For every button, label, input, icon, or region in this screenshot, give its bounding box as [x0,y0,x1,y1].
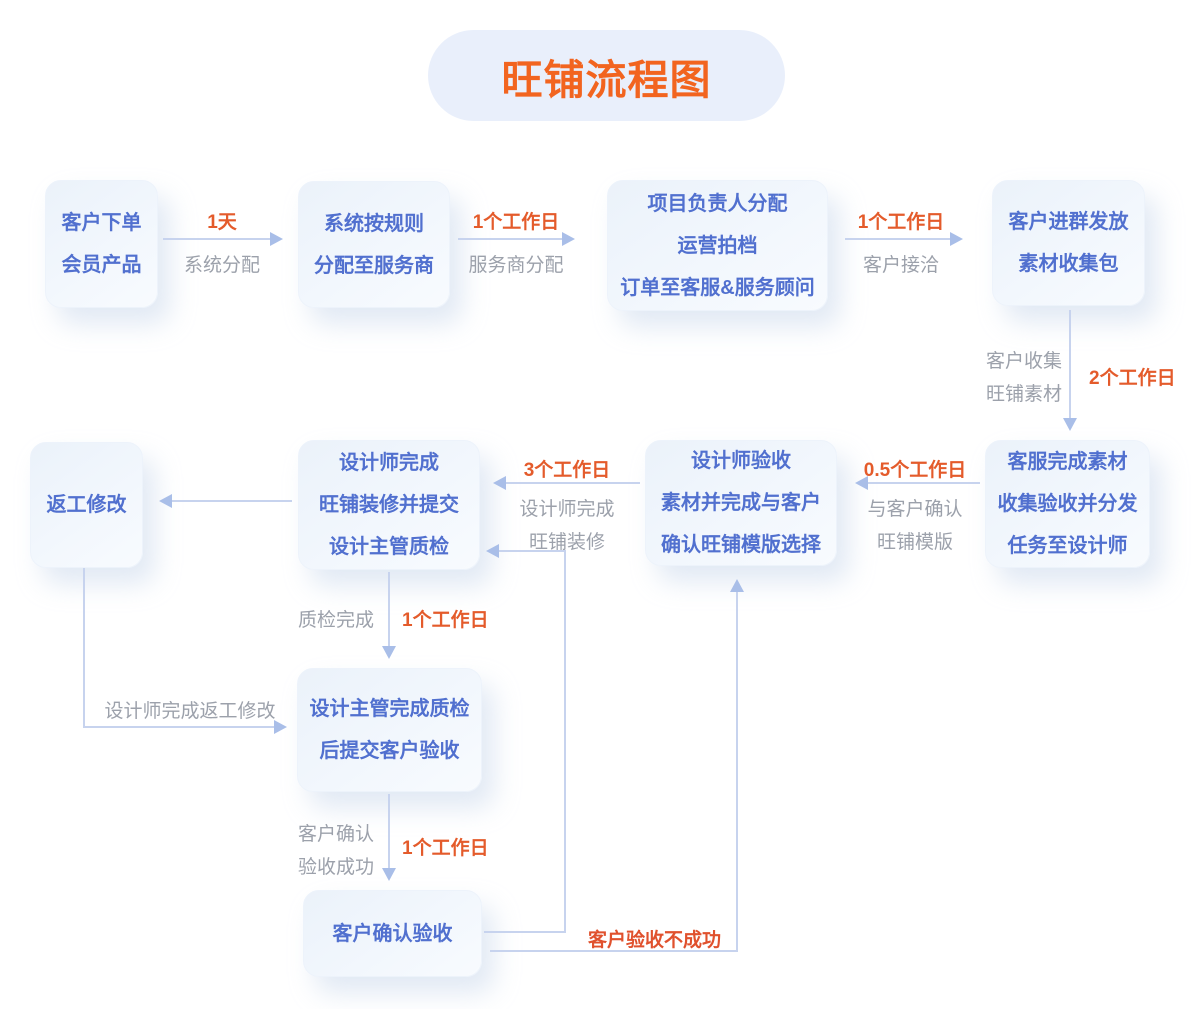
edge-fail2-line-vertical [736,592,738,952]
node-line: 分配至服务商 [314,254,434,277]
edge-e10-desc-label: 客户验收不成功 [588,930,722,951]
edge-e6-desc-line: 旺铺装修 [528,532,605,553]
edge-e8-line [388,794,390,870]
node-line: 返工修改 [46,494,127,516]
edge-e5-desc-label: 与客户确认 旺铺模版 [845,493,985,559]
node-system-assign: 系统按规则 分配至服务商 [298,181,450,308]
edge-e4-desc-label: 客户收集 旺铺素材 [958,345,1062,411]
node-line: 任务至设计师 [1007,535,1128,557]
edge-e2-arrowhead [562,232,575,246]
edge-e4-desc-line: 客户收集 [985,351,1062,372]
node-line: 设计主管质检 [329,536,449,558]
node-line: 系统按规则 [324,212,424,235]
edge-fail1-line-top [499,550,566,552]
edge-e8-desc-line: 验收成功 [297,857,374,878]
node-designer-accept: 设计师验收 素材并完成与客户 确认旺铺模版选择 [645,440,837,566]
edge-e5-desc-line: 与客户确认 [867,499,963,520]
edge-e7-line [388,572,390,648]
node-customer-confirm: 客户确认验收 [303,890,482,977]
edge-e8-desc-line: 客户确认 [297,824,374,845]
node-line: 客户进群发放 [1008,211,1129,233]
node-line: 设计师完成 [339,452,439,474]
edge-e5-arrowhead [855,476,868,490]
node-rework: 返工修改 [30,442,143,568]
edge-e3-desc-label: 客户接洽 [862,255,939,276]
edge-e7-arrowhead [382,646,396,659]
node-line: 客服完成素材 [1007,451,1128,473]
edge-e8-arrowhead [382,868,396,881]
edge-e4-line [1069,310,1071,420]
node-line: 素材收集包 [1018,253,1119,275]
edge-e8-desc-label: 客户确认 验收成功 [274,818,374,884]
node-line: 会员产品 [61,254,142,276]
node-line: 设计师验收 [691,450,791,472]
node-cs-collect: 客服完成素材 收集验收并分发 任务至设计师 [985,440,1150,568]
node-line: 客户下单 [61,212,142,234]
node-designer-submit: 设计师完成 旺铺装修并提交 设计主管质检 [298,440,480,570]
edge-e5-line [868,482,980,484]
edge-e1-duration-label: 1天 [207,212,237,233]
edge-e6-line [506,482,640,484]
edge-fail1-line-bottom [484,931,566,933]
edge-e8-duration-label: 1个工作日 [402,838,489,859]
edge-e7-desc-label: 质检完成 [297,610,374,631]
edge-fail1-arrowhead [486,544,499,558]
node-customer-order: 客户下单 会员产品 [45,180,158,308]
edge-e5-duration-label: 0.5个工作日 [863,460,967,481]
node-lead-qc: 设计主管完成质检 后提交客户验收 [297,668,482,792]
edge-e7-duration-label: 1个工作日 [402,610,489,631]
node-line: 运营拍档 [677,234,758,257]
edge-e6-desc-line: 设计师完成 [519,499,615,520]
edge-e4-arrowhead [1063,418,1077,431]
edge-rework-line [172,500,292,502]
edge-e2-line [458,238,563,240]
node-line: 客户确认验收 [332,922,453,945]
edge-e4-duration-label: 2个工作日 [1089,368,1176,389]
edge-e1-arrowhead [270,232,283,246]
edge-e5-desc-line: 旺铺模版 [876,532,953,553]
edge-e3-line [845,238,951,240]
edge-e2-duration-label: 1个工作日 [472,212,560,233]
node-line: 旺铺装修并提交 [319,494,459,516]
title-pill: 旺铺流程图 [428,30,785,121]
node-line: 设计主管完成质检 [309,698,470,720]
node-line: 收集验收并分发 [997,493,1138,515]
edge-e4-desc-line: 旺铺素材 [985,384,1062,405]
node-line: 项目负责人分配 [647,192,788,215]
node-line: 后提交客户验收 [319,740,460,762]
node-line: 订单至客服&服务顾问 [620,276,815,299]
edge-e6-arrowhead [493,476,506,490]
edge-e9-line-horizontal [83,726,275,728]
edge-e9-arrowhead [274,720,287,734]
node-line: 确认旺铺模版选择 [661,534,821,556]
node-pm-assign: 项目负责人分配 运营拍档 订单至客服&服务顾问 [607,180,828,311]
edge-e6-desc-label: 设计师完成 旺铺装修 [497,493,637,559]
edge-e3-duration-label: 1个工作日 [857,212,945,233]
edge-fail1-line-vertical [564,551,566,933]
edge-fail2-arrowhead [730,579,744,592]
edge-e6-duration-label: 3个工作日 [523,460,611,481]
page-title: 旺铺流程图 [501,56,712,103]
edge-rework-arrowhead [159,494,172,508]
edge-e9-desc-label: 设计师完成返工修改 [104,701,276,722]
edge-e1-line [163,238,271,240]
edge-e9-line-vertical [83,568,85,728]
node-line: 素材并完成与客户 [661,492,821,514]
edge-e3-arrowhead [950,232,963,246]
edge-e2-desc-label: 服务商分配 [468,255,564,276]
node-customer-group: 客户进群发放 素材收集包 [992,180,1145,306]
edge-fail2-line-bottom [490,950,738,952]
edge-e1-desc-label: 系统分配 [183,255,260,276]
